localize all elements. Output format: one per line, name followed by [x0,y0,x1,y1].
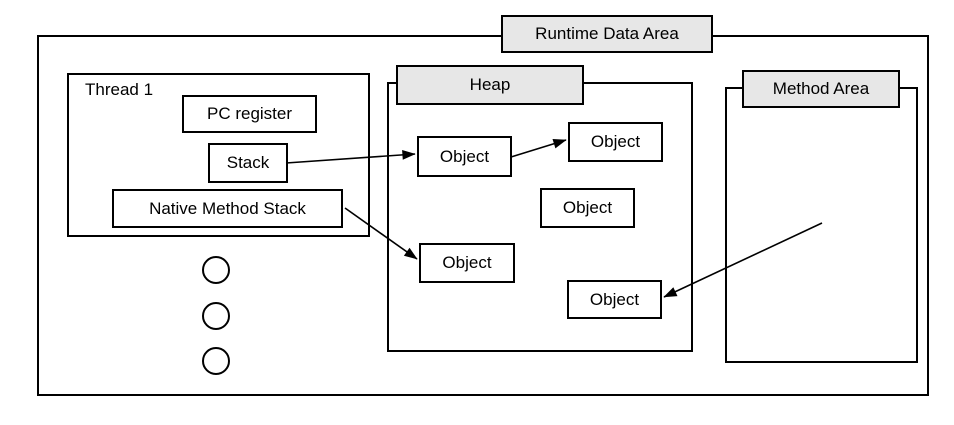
heap-object-label: Object [562,198,613,217]
heap-title: Heap [396,65,584,105]
pc-register-label: PC register [206,104,293,123]
thread-label: Thread 1 [85,80,154,99]
method-area-box [725,87,918,363]
heap-object-box: Object [417,136,512,177]
heap-object-box: Object [568,122,663,162]
thread-ellipsis-circle-icon [202,347,230,375]
method-area-title: Method Area [742,70,900,108]
native-method-stack-label: Native Method Stack [149,198,306,218]
heap-object-label: Object [590,132,641,151]
native-method-stack-box: Native Method Stack [112,189,343,228]
heap-object-label: Object [439,146,490,166]
method-area-title-label: Method Area [772,79,870,98]
heap-object-box: Object [567,280,662,319]
stack-box: Stack [208,143,288,183]
thread-ellipsis-circle-icon [202,256,230,284]
heap-object-label: Object [589,289,640,309]
pc-register-box: PC register [182,95,317,133]
stack-label: Stack [226,153,270,172]
heap-object-box: Object [540,188,635,228]
heap-title-label: Heap [469,75,511,94]
heap-object-label: Object [442,253,492,272]
thread-ellipsis-circle-icon [202,302,230,330]
heap-object-box: Object [419,243,515,283]
runtime-data-area-title-label: Runtime Data Area [535,24,679,43]
runtime-data-area-title: Runtime Data Area [501,15,713,53]
